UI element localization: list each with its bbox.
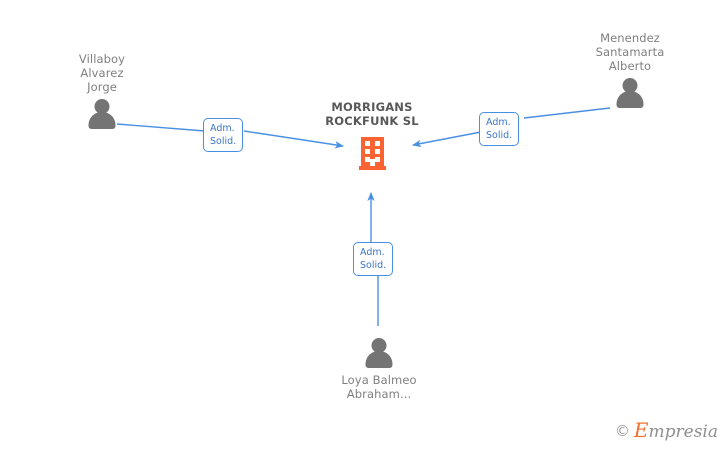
brand-rest: mpresia — [648, 422, 719, 442]
relation-label-line2: Solid. — [360, 260, 387, 271]
relation-label-line1: Adm. — [486, 117, 511, 128]
relation-label-line2: Solid. — [486, 130, 513, 141]
company-name: MORRIGANS ROCKFUNK SL — [325, 100, 419, 128]
relation-label-menendez[interactable]: Adm. Solid. — [479, 112, 520, 146]
company-node[interactable]: MORRIGANS ROCKFUNK SL — [297, 100, 447, 170]
person-name-villaboy: Villaboy Alvarez Jorge — [78, 52, 126, 94]
edge-menendez-to-label — [523, 107, 611, 119]
brand-name: Empresia — [634, 420, 719, 442]
person-icon — [613, 78, 647, 108]
building-icon — [358, 137, 386, 170]
person-node-loya[interactable]: Loya Balmeo Abraham... — [304, 338, 454, 401]
relation-label-loya[interactable]: Adm. Solid. — [353, 242, 394, 276]
person-icon — [85, 99, 119, 129]
relation-label-line2: Solid. — [210, 136, 237, 147]
copyright-icon: © — [614, 422, 630, 440]
relation-label-line1: Adm. — [210, 123, 235, 134]
relation-label-line1: Adm. — [360, 247, 385, 258]
person-icon — [362, 338, 396, 368]
relation-label-villaboy[interactable]: Adm. Solid. — [203, 118, 244, 152]
watermark: © Empresia — [614, 420, 719, 442]
person-node-villaboy[interactable]: Villaboy Alvarez Jorge — [27, 52, 177, 129]
person-name-loya: Loya Balmeo Abraham... — [341, 373, 417, 401]
brand-initial: E — [633, 418, 649, 442]
person-node-menendez[interactable]: Menendez Santamarta Alberto — [555, 31, 705, 108]
person-name-menendez: Menendez Santamarta Alberto — [595, 31, 665, 73]
